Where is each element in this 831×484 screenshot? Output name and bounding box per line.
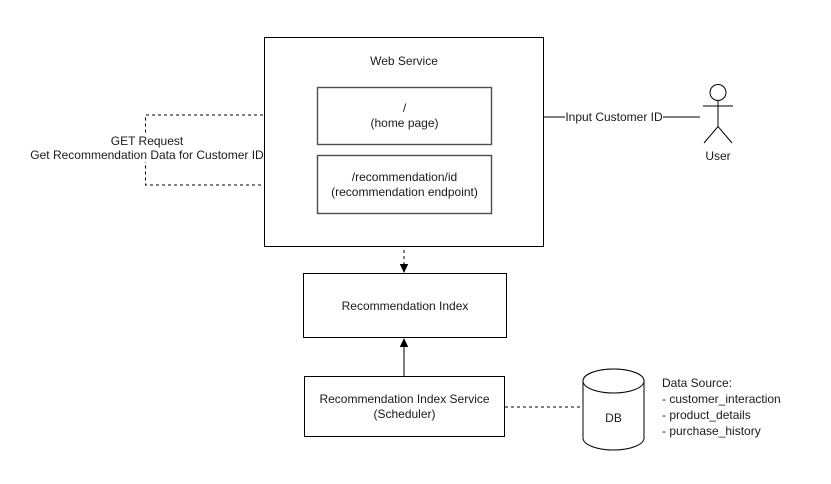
recommendation-index-box [303, 273, 507, 338]
recommendation-endpoint-name-label: (recommendation endpoint) [331, 185, 478, 199]
data-source-item: - purchase_history [662, 424, 761, 438]
recommendation-index-service-box [304, 376, 505, 437]
database-cylinder-icon [582, 368, 645, 451]
data-source-annotation: Data Source: - customer_interaction - pr… [662, 376, 781, 438]
recommendation-index-service-label: Recommendation Index Service [319, 392, 489, 406]
input-customer-id-label: Input Customer ID [565, 110, 663, 124]
user-actor-icon [703, 84, 733, 144]
recommendation-index-service-sublabel: (Scheduler) [373, 407, 435, 421]
endpoint-index-arrowhead-down-icon [399, 264, 409, 273]
recommendation-index-label: Recommendation Index [342, 299, 469, 313]
get-request-label-bg [33, 133, 262, 162]
get-request-sublabel: Get Recommendation Data for Customer ID [30, 148, 264, 162]
data-source-title: Data Source: [662, 376, 732, 390]
web-service-title: Web Service [370, 54, 438, 68]
user-label: User [705, 149, 730, 163]
input-customer-id-label-bg [565, 109, 663, 125]
database-label: DB [605, 411, 622, 425]
home-page-path-label: / [403, 101, 407, 115]
recommendation-endpoint-path-label: /recommendation/id [352, 170, 457, 184]
recommendation-endpoint-box [316, 154, 493, 215]
data-source-item: - product_details [662, 408, 751, 422]
data-source-item: - customer_interaction [662, 392, 781, 406]
get-request-label: GET Request [111, 134, 184, 148]
home-page-name-label: (home page) [370, 116, 438, 130]
scheduler-index-arrowhead-icon [399, 338, 409, 347]
home-page-box [316, 86, 493, 146]
